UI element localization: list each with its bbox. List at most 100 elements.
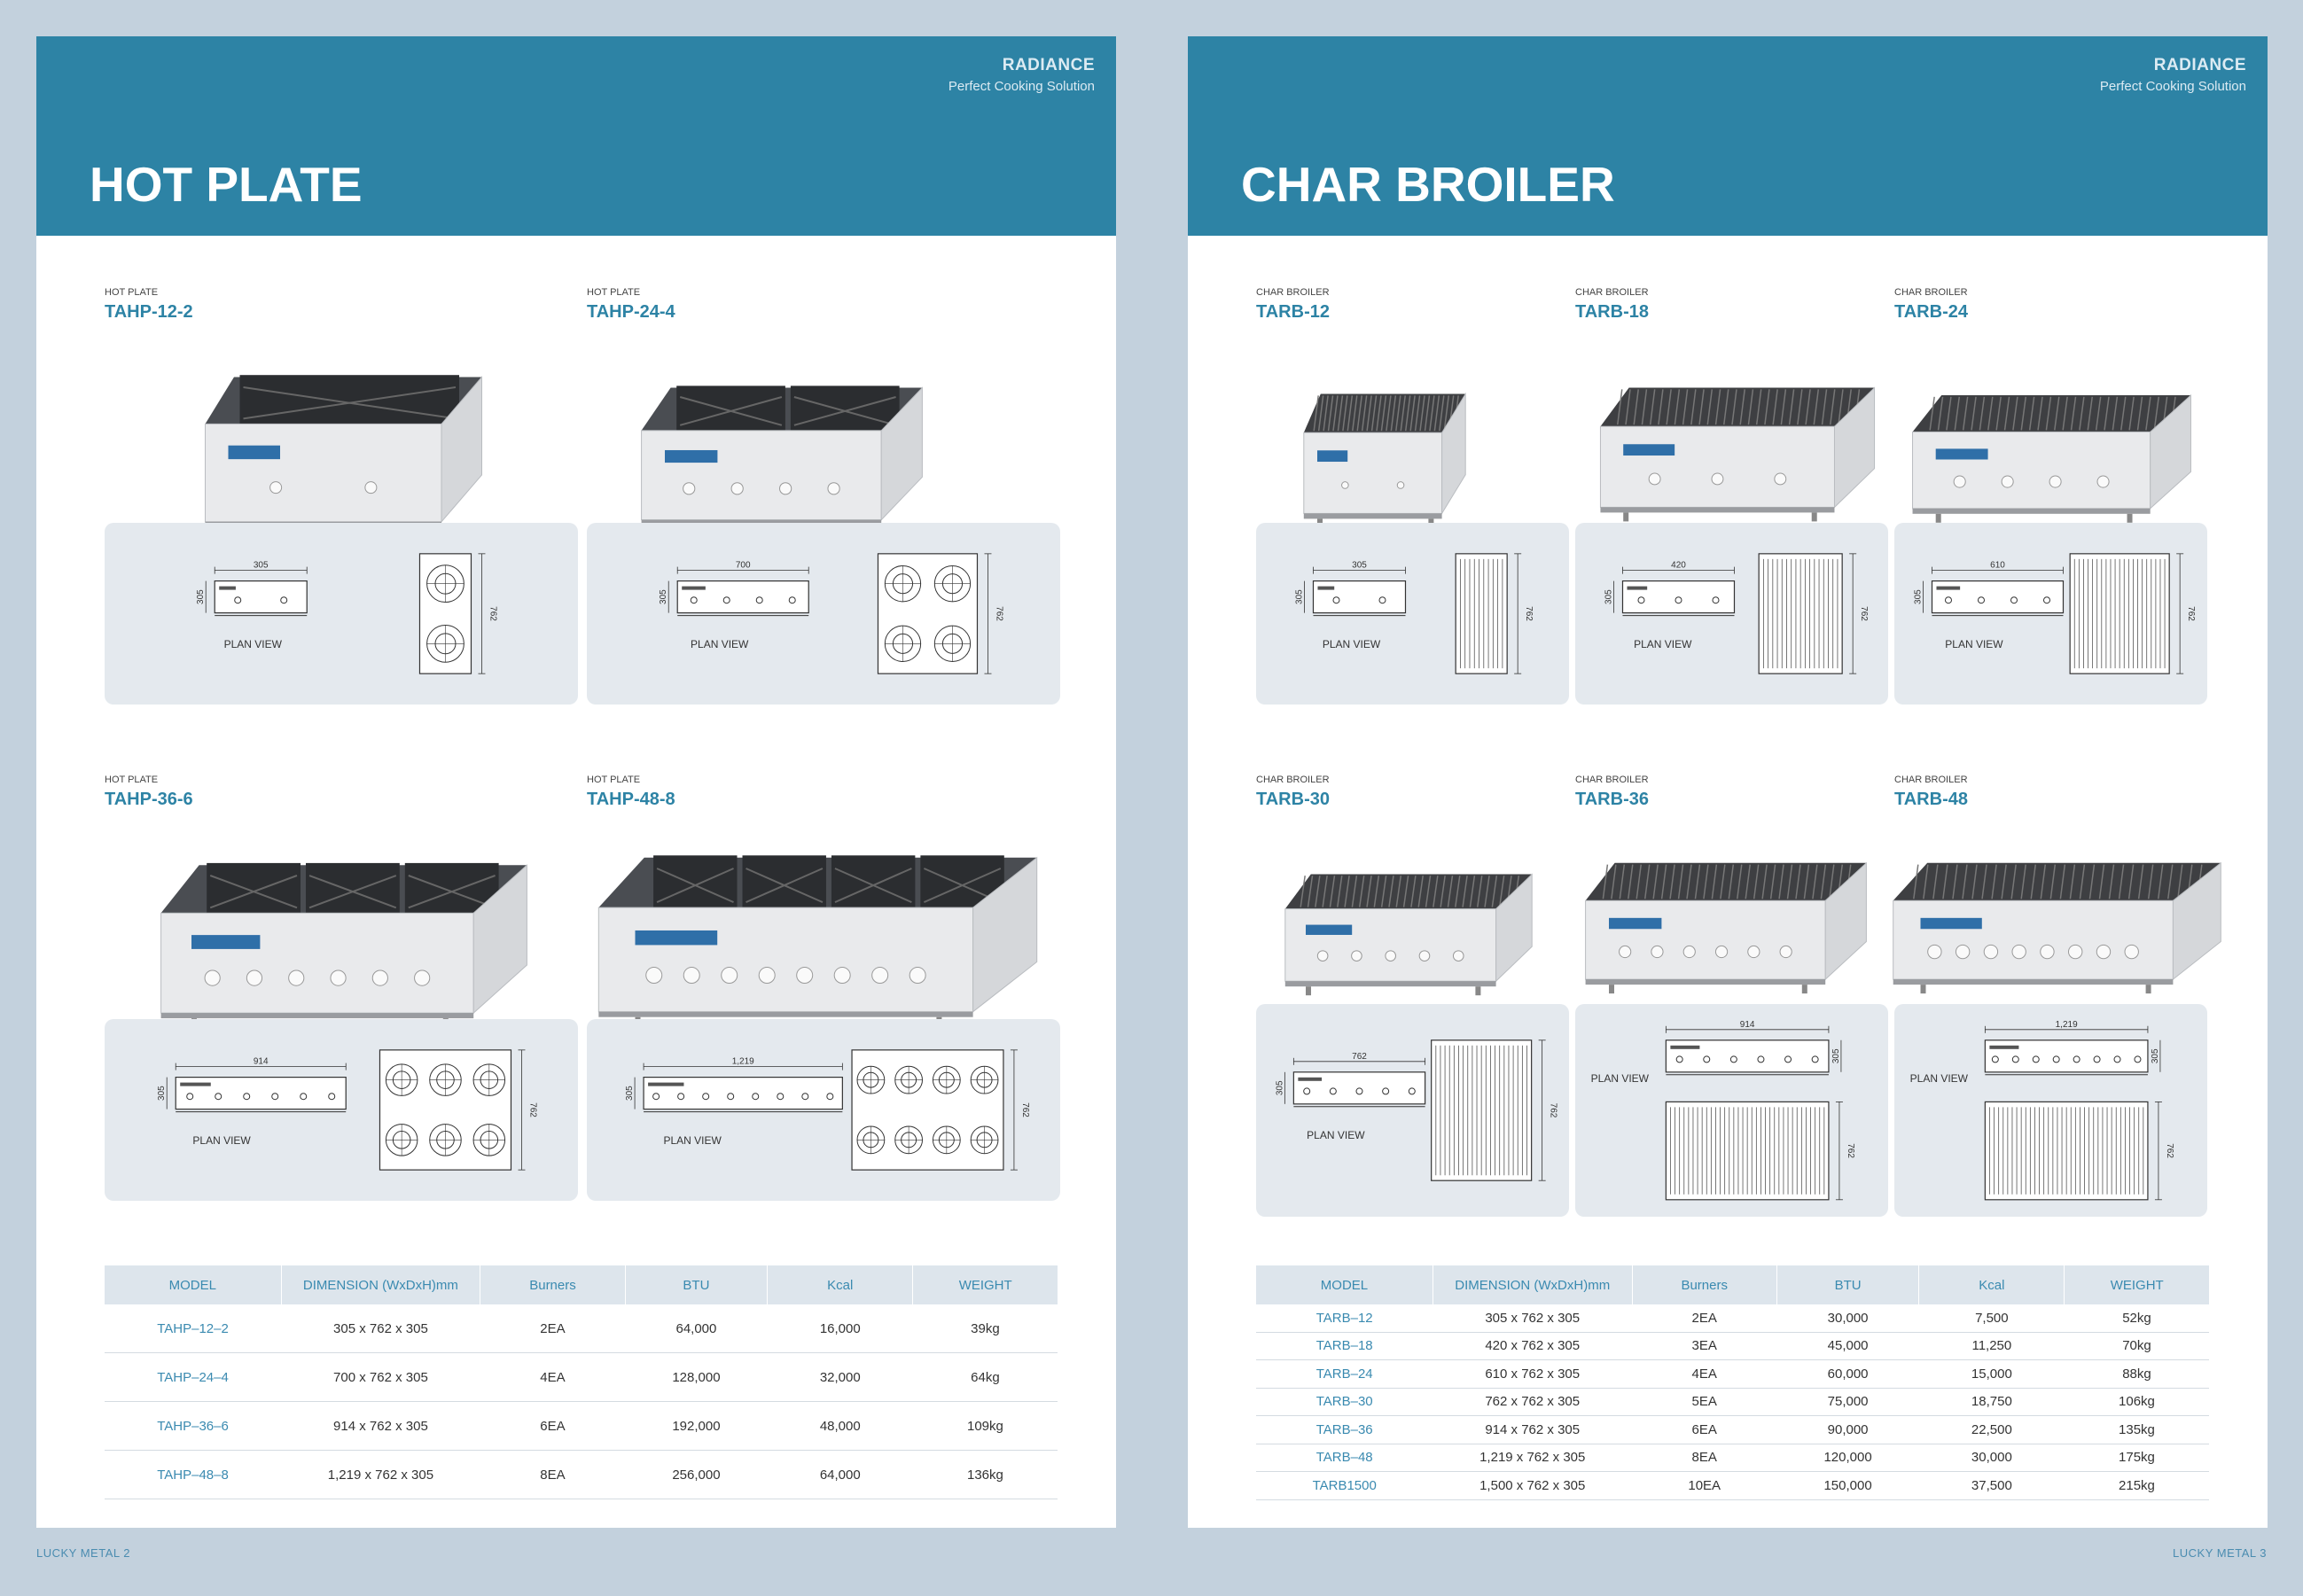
width-dimension: 1,219 xyxy=(2056,1020,2078,1030)
footer-right: LUCKY METAL 3 xyxy=(2173,1546,2267,1560)
product-category: HOT PLATE xyxy=(105,287,159,298)
table-cell: 1,500 x 762 x 305 xyxy=(1433,1471,1633,1500)
length-dimension: 762 xyxy=(527,1102,537,1117)
length-dimension: 762 xyxy=(994,606,1003,621)
column-header: WEIGHT xyxy=(912,1265,1058,1304)
plan-view-label: PLAN VIEW xyxy=(663,1133,722,1147)
product-category: CHAR BROILER xyxy=(1256,775,1330,785)
table-cell: 90,000 xyxy=(1776,1415,1919,1444)
table-cell: 128,000 xyxy=(625,1352,768,1402)
brand-name: RADIANCE xyxy=(1002,56,1095,74)
depth-dimension: 305 xyxy=(1604,589,1613,604)
column-header: Burners xyxy=(1632,1265,1777,1304)
char-broiler-photo xyxy=(1303,392,1466,528)
column-header: BTU xyxy=(625,1265,769,1304)
length-dimension: 762 xyxy=(1549,1103,1558,1118)
table-cell: 6EA xyxy=(480,1401,626,1451)
width-dimension: 420 xyxy=(1671,561,1686,571)
table-cell: 15,000 xyxy=(1918,1359,2065,1389)
table-cell: 914 x 762 x 305 xyxy=(281,1401,480,1451)
table-cell: 5EA xyxy=(1632,1388,1777,1416)
table-cell: 48,000 xyxy=(767,1401,913,1451)
table-cell: 75,000 xyxy=(1776,1388,1919,1416)
table-cell: 60,000 xyxy=(1776,1359,1919,1389)
table-cell: 305 x 762 x 305 xyxy=(1433,1304,1633,1333)
depth-dimension: 305 xyxy=(1913,589,1923,604)
depth-dimension: 305 xyxy=(659,589,668,604)
length-dimension: 762 xyxy=(2165,1143,2174,1158)
brand-block: RADIANCE Perfect Cooking Solution xyxy=(2100,56,2246,94)
table-cell: 39kg xyxy=(912,1304,1058,1353)
plan-view-label: PLAN VIEW xyxy=(1945,637,2003,650)
header-banner: RADIANCE Perfect Cooking Solution CHAR B… xyxy=(1188,36,2268,236)
product-category: HOT PLATE xyxy=(587,287,641,298)
table-cell: 109kg xyxy=(912,1401,1058,1451)
table-cell: 1,219 x 762 x 305 xyxy=(281,1450,480,1499)
plan-view-label: PLAN VIEW xyxy=(1909,1071,1968,1085)
table-cell: 64,000 xyxy=(767,1450,913,1499)
table-cell: 32,000 xyxy=(767,1352,913,1402)
plan-view-label: PLAN VIEW xyxy=(1634,637,1692,650)
table-cell: 22,500 xyxy=(1918,1415,2065,1444)
table-cell: 4EA xyxy=(1632,1359,1777,1389)
model-cell: TARB–24 xyxy=(1256,1359,1433,1389)
table-cell: 256,000 xyxy=(625,1450,768,1499)
product-category: HOT PLATE xyxy=(587,775,641,785)
table-cell: 106kg xyxy=(2064,1388,2209,1416)
length-dimension: 762 xyxy=(1524,606,1534,621)
page-hot-plate: RADIANCE Perfect Cooking Solution HOT PL… xyxy=(36,36,1116,1528)
table-cell: 11,250 xyxy=(1918,1332,2065,1360)
product-model: TARB-24 xyxy=(1894,302,1968,322)
column-header: MODEL xyxy=(1256,1265,1433,1304)
table-cell: 3EA xyxy=(1632,1332,1777,1360)
model-cell: TARB–36 xyxy=(1256,1415,1433,1444)
product-model: TARB-48 xyxy=(1894,790,1968,809)
table-cell: 37,500 xyxy=(1918,1471,2065,1500)
table-cell: 8EA xyxy=(480,1450,626,1499)
column-header: Burners xyxy=(480,1265,626,1304)
depth-dimension: 305 xyxy=(1294,589,1304,604)
product-model: TARB-12 xyxy=(1256,302,1330,322)
table-cell: 700 x 762 x 305 xyxy=(281,1352,480,1402)
brand-name: RADIANCE xyxy=(2153,56,2246,74)
table-cell: 45,000 xyxy=(1776,1332,1919,1360)
model-cell: TAHP–48–8 xyxy=(105,1450,282,1499)
footer-left: LUCKY METAL 2 xyxy=(36,1546,130,1560)
width-dimension: 1,219 xyxy=(732,1057,754,1067)
depth-dimension: 305 xyxy=(1831,1048,1841,1063)
plan-view-label: PLAN VIEW xyxy=(691,637,749,650)
table-cell: 175kg xyxy=(2064,1444,2209,1472)
plan-view-label: PLAN VIEW xyxy=(1307,1128,1365,1141)
column-header: WEIGHT xyxy=(2064,1265,2209,1304)
plan-view-label: PLAN VIEW xyxy=(1322,637,1381,650)
model-cell: TAHP–24–4 xyxy=(105,1352,282,1402)
plan-view-label: PLAN VIEW xyxy=(223,637,282,650)
column-header: MODEL xyxy=(105,1265,282,1304)
model-cell: TARB1500 xyxy=(1256,1471,1433,1500)
product-model: TAHP-36-6 xyxy=(105,790,193,809)
table-cell: 914 x 762 x 305 xyxy=(1433,1415,1633,1444)
table-cell: 30,000 xyxy=(1918,1444,2065,1472)
table-cell: 10EA xyxy=(1632,1471,1777,1500)
table-cell: 88kg xyxy=(2064,1359,2209,1389)
table-cell: 8EA xyxy=(1632,1444,1777,1472)
product-model: TARB-36 xyxy=(1575,790,1649,809)
width-dimension: 914 xyxy=(254,1057,269,1067)
depth-dimension: 305 xyxy=(625,1086,635,1101)
table-cell: 4EA xyxy=(480,1352,626,1402)
model-cell: TARB–48 xyxy=(1256,1444,1433,1472)
header-banner: RADIANCE Perfect Cooking Solution HOT PL… xyxy=(36,36,1116,236)
